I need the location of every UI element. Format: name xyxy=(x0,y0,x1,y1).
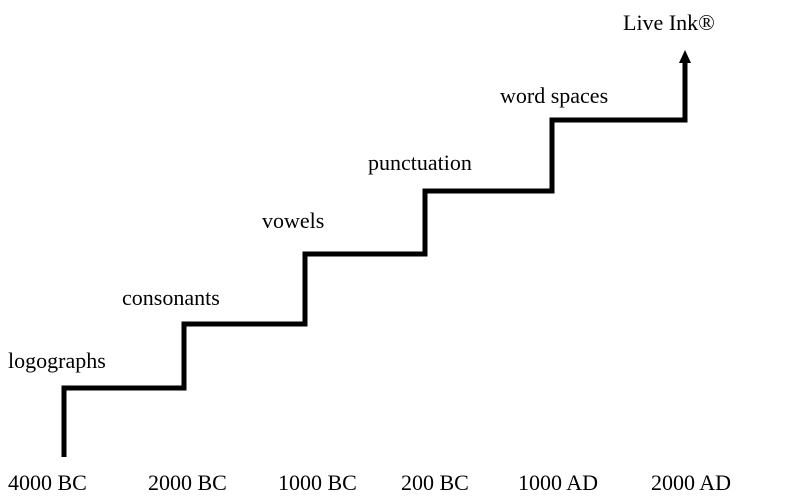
axis-label-4000bc: 4000 BC xyxy=(8,470,87,495)
arrow-head-icon xyxy=(679,50,691,63)
step-label-logographs: logographs xyxy=(8,348,106,373)
axis-label-1000bc: 1000 BC xyxy=(278,470,357,495)
axis-label-2000bc: 2000 BC xyxy=(148,470,227,495)
axis-label-1000ad: 1000 AD xyxy=(518,470,598,495)
step-label-consonants: consonants xyxy=(122,285,220,310)
axis-label-200bc: 200 BC xyxy=(401,470,469,495)
step-label-vowels: vowels xyxy=(262,208,324,233)
step-label-punctuation: punctuation xyxy=(368,150,472,175)
step-label-word-spaces: word spaces xyxy=(500,83,608,108)
axis-label-2000ad: 2000 AD xyxy=(651,470,731,495)
step-label-live-ink: Live Ink® xyxy=(623,10,715,35)
staircase-line xyxy=(61,60,688,457)
